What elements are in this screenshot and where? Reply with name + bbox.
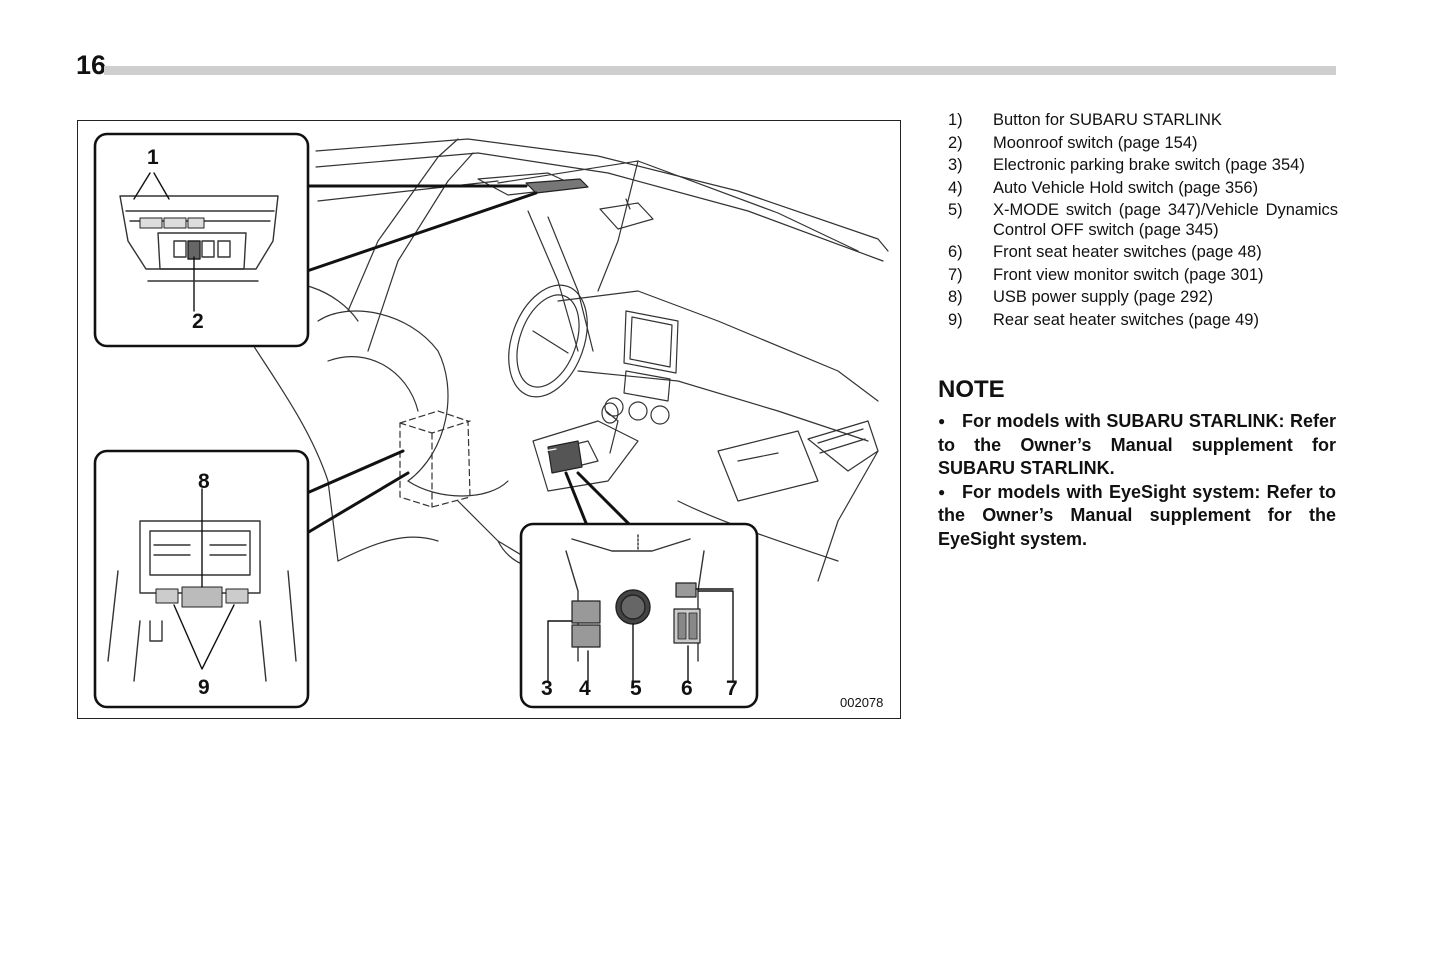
bullet-icon: ● [938, 484, 946, 499]
note-heading: NOTE [938, 376, 1005, 403]
legend-text: Front view monitor switch (page 301) [993, 265, 1264, 284]
callout-6: 6 [681, 677, 693, 700]
legend-item: 7) Front view monitor switch (page 301) [948, 266, 1338, 286]
legend-item: 8) USB power supply (page 292) [948, 288, 1338, 308]
vehicle-interior-figure: 1 2 8 9 3 4 5 6 7 002078 [77, 120, 901, 719]
note-text: For models with SUBARU STARLINK: Refer t… [938, 411, 1336, 478]
note-item: ●For models with SUBARU STARLINK: Refer … [938, 410, 1336, 481]
leader-lines [305, 184, 640, 535]
legend-number: 1) [948, 111, 963, 129]
legend-number: 3) [948, 156, 963, 174]
note-item: ●For models with EyeSight system: Refer … [938, 481, 1336, 552]
legend-item: 3) Electronic parking brake switch (page… [948, 156, 1338, 176]
legend-number: 7) [948, 265, 963, 284]
legend-number: 5) [948, 201, 963, 219]
legend-number: 8) [948, 288, 963, 306]
legend-item: 6) Front seat heater switches (page 48) [948, 243, 1338, 263]
callout-5: 5 [630, 677, 642, 700]
callout-3: 3 [541, 677, 553, 700]
cabin-drawing [237, 138, 889, 592]
legend-number: 6) [948, 243, 963, 261]
legend-text: Front seat heater switches (page 48) [993, 243, 1262, 261]
legend-number: 2) [948, 133, 963, 152]
callout-7: 7 [726, 677, 738, 700]
figure-code: 002078 [840, 695, 884, 710]
legend-item: 1) Button for SUBARU STARLINK [948, 111, 1338, 131]
legend-item: 9) Rear seat heater switches (page 49) [948, 311, 1338, 331]
callout-1: 1 [147, 146, 159, 169]
legend-item: 5) X-MODE switch (page 347)/Vehicle Dyna… [948, 201, 1338, 240]
legend-item: 4) Auto Vehicle Hold switch (page 356) [948, 179, 1338, 199]
legend-text: Button for SUBARU STARLINK [993, 111, 1222, 129]
legend-item: 2) Moonroof switch (page 154) [948, 134, 1338, 154]
note-text: For models with EyeSight system: Refer t… [938, 481, 1336, 549]
component-legend: 1) Button for SUBARU STARLINK 2) Moonroo… [948, 111, 1338, 333]
inset-overhead-console [93, 132, 310, 348]
legend-text: USB power supply (page 292) [993, 288, 1214, 306]
legend-number: 4) [948, 178, 963, 197]
legend-text: X-MODE switch (page 347)/Vehicle Dynamic… [993, 201, 1338, 239]
page-number: 16 [76, 50, 107, 80]
callout-8: 8 [198, 470, 210, 493]
callout-2: 2 [192, 310, 204, 333]
header-rule [104, 66, 1336, 75]
callout-9: 9 [198, 676, 210, 699]
bullet-icon: ● [938, 414, 946, 428]
note-list: ●For models with SUBARU STARLINK: Refer … [938, 410, 1336, 551]
legend-number: 9) [948, 310, 963, 329]
inset-rear-console [93, 449, 310, 709]
interior-illustration [93, 132, 889, 709]
inset-center-console [519, 522, 759, 709]
legend-text: Auto Vehicle Hold switch (page 356) [993, 178, 1259, 197]
callout-4: 4 [579, 677, 591, 700]
legend-text: Rear seat heater switches (page 49) [993, 310, 1259, 329]
legend-text: Electronic parking brake switch (page 35… [993, 156, 1305, 174]
legend-text: Moonroof switch (page 154) [993, 133, 1198, 152]
